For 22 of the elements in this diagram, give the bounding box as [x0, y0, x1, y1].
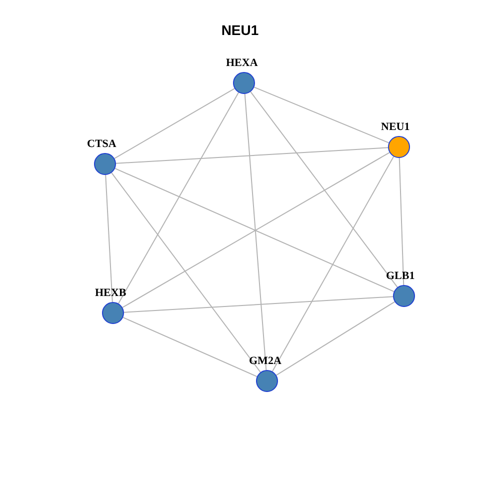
edge-line	[244, 93, 267, 371]
edge-line	[118, 92, 240, 304]
node-label: GM2A	[249, 355, 282, 367]
node-label: HEXA	[226, 57, 258, 69]
edge-line	[398, 158, 404, 286]
edge-line	[276, 301, 396, 376]
edge-line	[122, 152, 390, 308]
edge-line	[123, 296, 394, 313]
node-label: NEU1	[381, 121, 410, 133]
node-label: GLB1	[386, 270, 415, 282]
edge-line	[111, 172, 261, 373]
edge-line	[254, 86, 390, 144]
edge-line	[114, 88, 235, 159]
edge-line	[105, 174, 113, 303]
node-label: HEXB	[95, 287, 126, 299]
edge-line	[122, 316, 258, 378]
node-label: CTSA	[87, 138, 116, 150]
edge-line	[250, 91, 398, 288]
edge-line	[272, 156, 394, 372]
edge-line	[115, 147, 389, 164]
edge-line	[114, 168, 394, 292]
chart-title: NEU1	[220, 22, 260, 38]
